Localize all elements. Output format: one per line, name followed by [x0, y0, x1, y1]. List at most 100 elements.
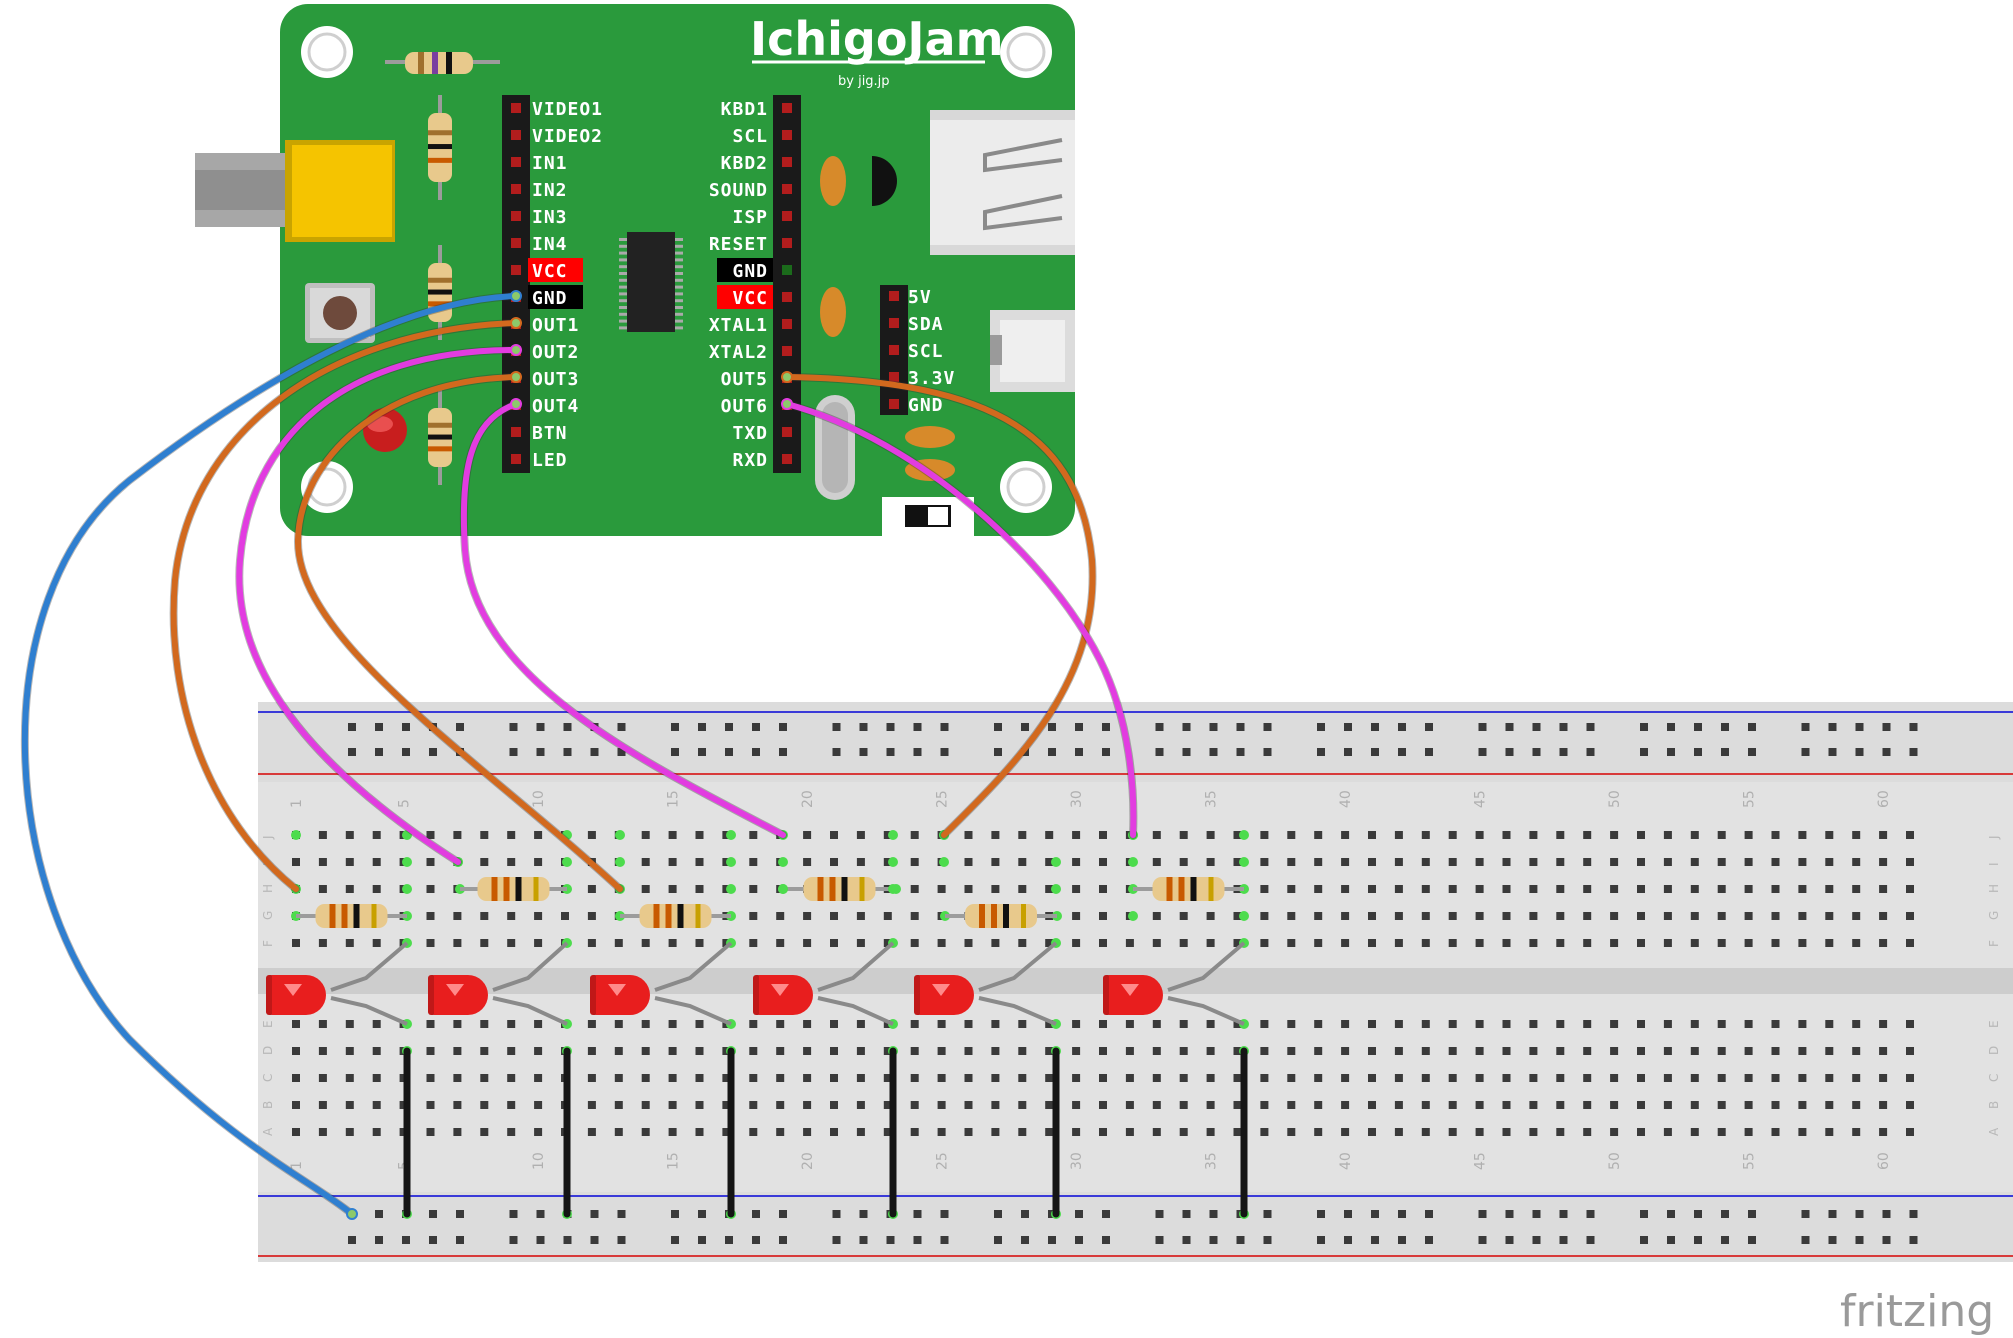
breadboard-hole [1421, 1047, 1430, 1055]
rail-hole [429, 1210, 437, 1218]
breadboard-hole [372, 885, 381, 893]
jumper-wires [20, 290, 1248, 1220]
rail-hole [725, 748, 733, 756]
row-label: J [261, 835, 275, 840]
breadboard-hole [1610, 1101, 1619, 1109]
rail-hole [1559, 1236, 1568, 1244]
led-lead [654, 996, 732, 1026]
resistor [1152, 877, 1225, 901]
rail-hole [913, 1236, 922, 1244]
breadboard-hole [1798, 831, 1807, 839]
breadboard-hole [1529, 1101, 1538, 1109]
row-label: J [1987, 835, 2001, 840]
breadboard-hole [668, 1047, 677, 1055]
breadboard-hole [1260, 939, 1269, 947]
resistor-band [817, 877, 824, 901]
row-label: C [261, 1074, 275, 1082]
breadboard-hole [1314, 1128, 1323, 1136]
breadboard-hole [1314, 858, 1323, 866]
rail-hole [994, 723, 1002, 731]
breadboard-hole [883, 1047, 892, 1055]
led-lead [492, 941, 569, 992]
breadboard-hole [1072, 912, 1081, 920]
breadboard-hole [1583, 1128, 1592, 1136]
resistor-band [677, 904, 684, 928]
rail-hole [1748, 1236, 1756, 1244]
breadboard-hole [1475, 885, 1484, 893]
breadboard-hole [1744, 885, 1753, 893]
rail-hole [590, 1236, 599, 1244]
rail-hole [725, 1236, 733, 1244]
wire-end [510, 317, 522, 329]
breadboard-hole [587, 912, 596, 920]
breadboard-hole [695, 1074, 704, 1082]
rail-hole [1371, 723, 1379, 731]
breadboard-hole [1018, 858, 1027, 866]
breadboard-hole [1825, 885, 1834, 893]
breadboard-hole [345, 1020, 354, 1028]
breadboard-hole [1556, 885, 1565, 893]
rail-hole [1667, 1236, 1675, 1244]
components [266, 830, 1249, 1219]
breadboard-hole [1287, 939, 1296, 947]
breadboard-hole [1529, 885, 1538, 893]
breadboard-hole [1529, 939, 1538, 947]
breadboard-hole [856, 939, 865, 947]
jumper-wire [236, 347, 519, 865]
breadboard-hole [1368, 1128, 1376, 1136]
breadboard-hole [1018, 1074, 1027, 1082]
row-label: C [1987, 1074, 2001, 1082]
breadboard-hole [426, 1074, 435, 1082]
pin-label-in3: IN3 [532, 207, 568, 228]
rail-hole [1559, 723, 1568, 731]
rail-hole [698, 748, 706, 756]
breadboard-hole [749, 1047, 758, 1055]
breadboard-hole [668, 1128, 677, 1136]
breadboard-hole [1368, 1047, 1376, 1055]
breadboard-hole [1179, 1020, 1188, 1028]
breadboard-hole [1206, 858, 1215, 866]
wire-end [510, 290, 522, 302]
ic-pin [619, 299, 627, 303]
rail-hole [1048, 1236, 1056, 1244]
breadboard-hole [345, 1074, 354, 1082]
connected-hole [939, 857, 949, 867]
rail-hole [994, 748, 1002, 756]
column-number: 20 [800, 790, 816, 808]
breadboard-hole [561, 912, 569, 920]
breadboard-hole [1341, 912, 1350, 920]
breadboard-hole [1556, 939, 1565, 947]
breadboard-hole [1206, 831, 1215, 839]
breadboard-hole [1502, 1101, 1511, 1109]
breadboard-hole [345, 1047, 354, 1055]
resistor-band [428, 157, 452, 163]
connected-hole [726, 830, 736, 840]
breadboard-hole [1663, 831, 1672, 839]
side-pin-label: 3.3V [908, 368, 955, 389]
breadboard-hole [507, 858, 516, 866]
rail-hole [1828, 1236, 1837, 1244]
breadboard-hole [641, 1101, 650, 1109]
breadboard-hole [507, 1074, 516, 1082]
breadboard-hole [1717, 885, 1726, 893]
led-lead [978, 941, 1058, 992]
rail-hole [1532, 748, 1541, 756]
breadboard-hole [910, 858, 919, 866]
rail-hole [1748, 748, 1756, 756]
breadboard-hole [856, 1101, 865, 1109]
header-pin [511, 211, 521, 221]
breadboard-hole [1744, 1047, 1753, 1055]
pin-label-in4: IN4 [532, 234, 568, 255]
breadboard-hole [776, 912, 785, 920]
breadboard-hole [1287, 1047, 1296, 1055]
column-number: 55 [1742, 790, 1758, 808]
breadboard-hole [964, 1101, 973, 1109]
rail-hole [1640, 1210, 1648, 1218]
breadboard-hole [1502, 1074, 1511, 1082]
breadboard-hole [292, 1074, 300, 1082]
pin-label-video1: VIDEO1 [532, 99, 603, 120]
breadboard-hole [776, 1047, 785, 1055]
breadboard-hole [1637, 1128, 1645, 1136]
resistor-band [1021, 904, 1026, 928]
rail-hole [698, 1236, 706, 1244]
